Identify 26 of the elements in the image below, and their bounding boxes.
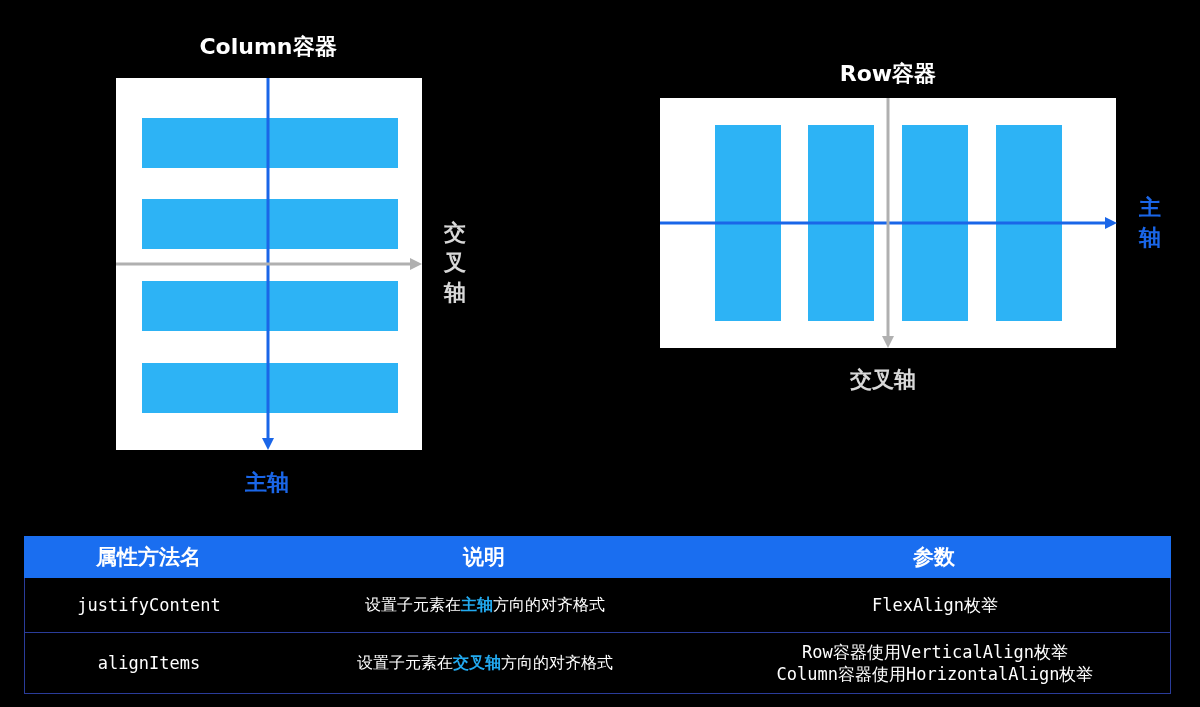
axis-label: 交叉轴	[443, 219, 467, 307]
property-name: alignItems	[97, 652, 201, 673]
parameter-text: Column容器使用HorizontalAlign枚举	[776, 662, 1094, 685]
property-name: justifyContent	[77, 595, 221, 615]
column-header: 说明	[463, 544, 505, 571]
column-header: 属性方法名	[95, 544, 201, 571]
child-bar	[142, 281, 398, 331]
container-title: Column容器	[199, 33, 337, 61]
container-title: Row容器	[839, 60, 937, 88]
child-bar	[902, 125, 968, 321]
column-header: 参数	[913, 544, 955, 571]
description-text: 设置子元素在交叉轴方向的对齐格式	[357, 652, 613, 673]
child-bar	[808, 125, 874, 321]
axis-label: 主轴	[245, 469, 289, 497]
child-bar	[715, 125, 781, 321]
axis-label: 交叉轴	[850, 366, 916, 394]
child-bar	[142, 199, 398, 249]
container-panel	[116, 78, 422, 450]
parameter-text: Row容器使用VerticalAlign枚举	[801, 640, 1069, 663]
child-bar	[142, 118, 398, 168]
description-text: 设置子元素在主轴方向的对齐格式	[365, 594, 605, 616]
container-panel	[660, 98, 1116, 348]
axis-label: 主轴	[1138, 194, 1162, 252]
parameter-text: FlexAlign枚举	[871, 594, 999, 616]
child-bar	[996, 125, 1062, 321]
child-bar	[142, 363, 398, 413]
